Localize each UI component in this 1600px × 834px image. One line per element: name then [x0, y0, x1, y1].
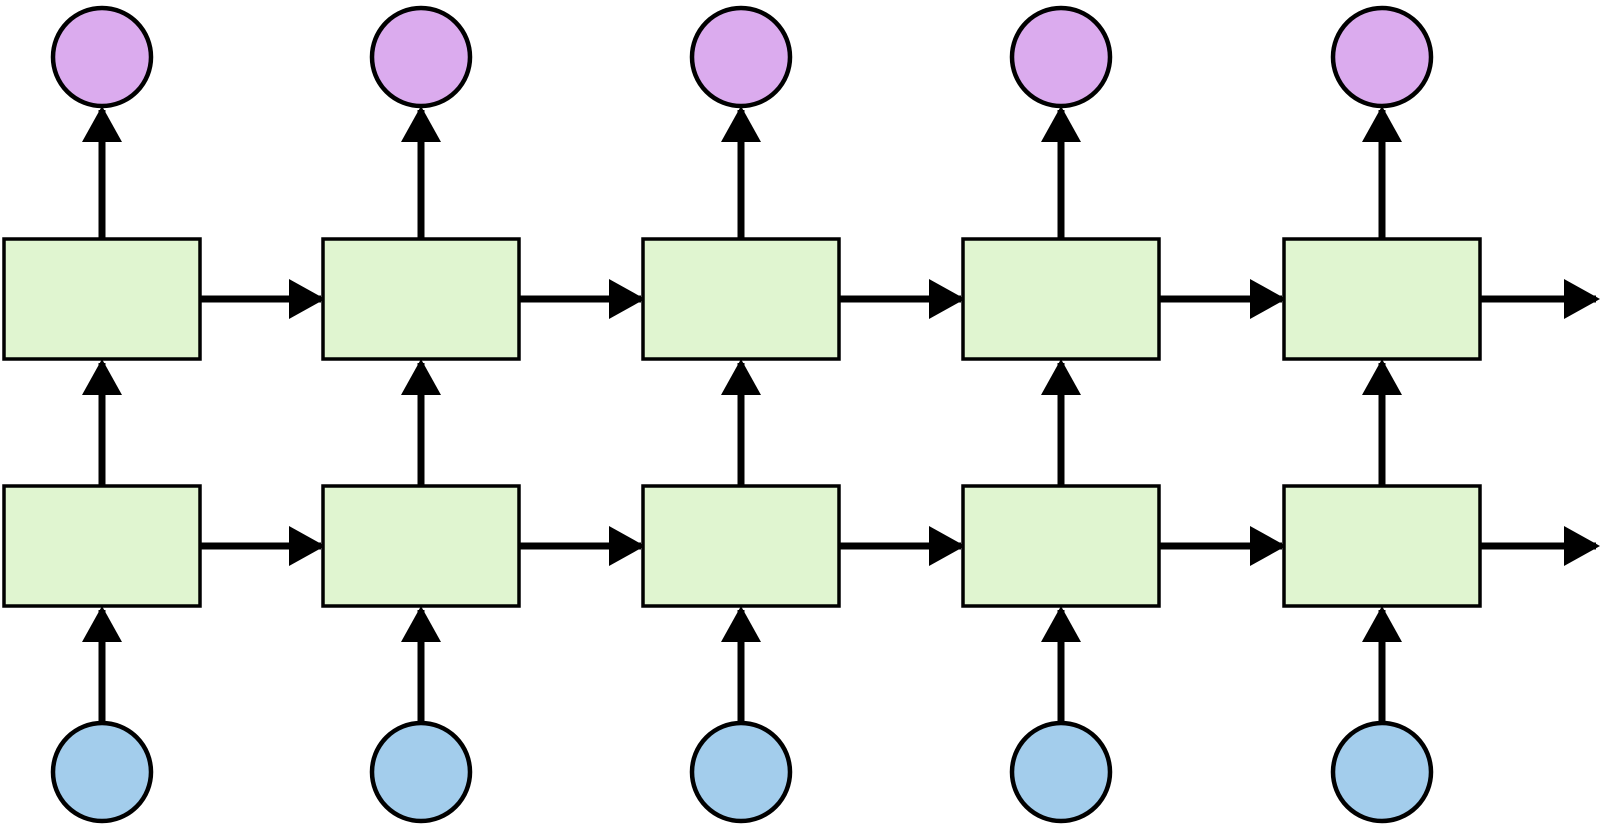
- output-node: [369, 5, 473, 109]
- recurrent-cell: [321, 237, 521, 361]
- recurrent-cell: [1282, 484, 1482, 608]
- nodes-layer: [2, 5, 1482, 824]
- recurrent-cell: [1282, 237, 1482, 361]
- input-node: [1330, 720, 1434, 824]
- recurrent-cell: [641, 484, 841, 608]
- recurrent-cell: [2, 484, 202, 608]
- recurrent-cell: [961, 484, 1161, 608]
- output-node: [689, 5, 793, 109]
- output-node: [50, 5, 154, 109]
- input-node: [369, 720, 473, 824]
- recurrent-cell: [321, 484, 521, 608]
- recurrent-cell: [641, 237, 841, 361]
- output-node: [1009, 5, 1113, 109]
- input-node: [689, 720, 793, 824]
- input-node: [1009, 720, 1113, 824]
- edges-layer: [82, 106, 1600, 723]
- input-node: [50, 720, 154, 824]
- recurrent-cell: [961, 237, 1161, 361]
- output-node: [1330, 5, 1434, 109]
- recurrent-cell: [2, 237, 202, 361]
